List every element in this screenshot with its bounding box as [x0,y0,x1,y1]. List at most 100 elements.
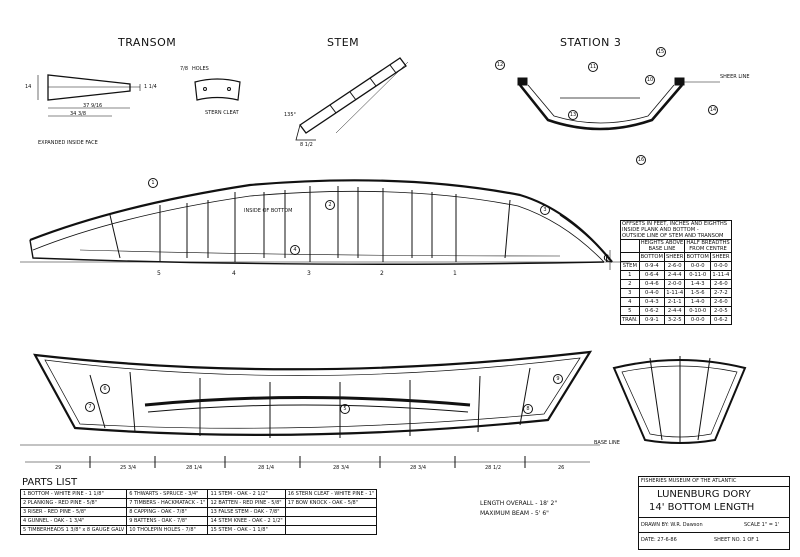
centreline-mark: ℄ [604,252,612,265]
museum-name: FISHERIES MUSEUM OF THE ATLANTIC [641,478,737,484]
offset-value: 2-1-1 [663,297,686,307]
station-1: 1 [453,270,457,277]
station-4: 4 [232,270,236,277]
transom-title: TRANSOM [118,36,177,49]
offset-value: 0-0-0 [684,315,712,325]
spacing-3: 28 1/4 [186,465,202,471]
holes-label: HOLES [192,66,209,72]
part-callout: 16 [636,155,646,165]
part-callout: 2 [325,200,335,210]
expanded-face-label: EXPANDED INSIDE FACE [38,140,98,146]
part-entry: 7 TIMBERS - HACKMATACK - 1" [126,498,209,508]
part-callout: 11 [588,62,598,72]
spacing-4: 28 1/4 [258,465,274,471]
offset-value: 0-6-2 [638,306,666,316]
scale: SCALE 1" = 1' [744,522,780,528]
offset-value: 1-5-6 [684,288,712,298]
parts-row: 4 GUNNEL - OAK - 1 3/4"9 BATTENS - OAK -… [19,516,378,526]
spacing-7: 28 1/2 [485,465,501,471]
title-block: FISHERIES MUSEUM OF THE ATLANTIC LUNENBU… [638,476,790,550]
inside-bottom-label: INSIDE OF BOTTOM [244,208,293,214]
offset-station: 4 [620,297,640,307]
offset-value: 0-0-0 [684,261,712,271]
part-callout: 10 [645,75,655,85]
transom-dim-height: 14 [25,84,32,90]
base-line-label: BASE LINE [594,440,620,446]
parts-row: 1 BOTTOM - WHITE PINE - 1 1/8"6 THWARTS … [19,489,378,499]
part-entry: 3 RISER - RED PINE - 5/8" [19,507,128,517]
offset-value: 2-0-0 [663,279,686,289]
part-callout: 4 [290,245,300,255]
offset-value: 0-6-4 [638,270,666,280]
offset-value: 0-9-4 [638,261,666,271]
part-entry: 15 STEM - OAK - 1 1/8" [207,525,286,535]
offset-value: 2-6-0 [710,279,732,289]
part-callout: 5 [340,404,350,414]
part-entry: 4 GUNNEL - OAK - 1 3/4" [19,516,128,526]
offset-station: 5 [620,306,640,316]
part-callout: 15 [656,47,666,57]
offsets-table: OFFSETS IN FEET, INCHES AND EIGHTHS INSI… [620,220,732,325]
part-callout: 6 [100,384,110,394]
offset-value: 0-0-0 [710,261,732,271]
station-3: 3 [307,270,311,277]
spacing-5: 28 3/4 [333,465,349,471]
stern-cleat-label: STERN CLEAT [205,110,239,116]
offset-value: 0-6-2 [710,315,732,325]
part-entry: 17 BOW KNOCK - OAK - 5/8" [284,498,378,508]
hdr-bottom-2: BOTTOM [684,252,712,262]
offset-value: 2-4-4 [663,270,686,280]
offset-value: 0-4-3 [638,297,666,307]
spacing-6: 28 3/4 [410,465,426,471]
stem-view [295,57,409,141]
offset-value: 2-6-0 [663,261,686,271]
parts-row: 3 RISER - RED PINE - 5/8"8 CAPPING - OAK… [19,507,378,517]
offset-value: 0-4-0 [638,288,666,298]
length-overall: LENGTH OVERALL - 18' 2" [480,500,558,507]
offset-value: 0-10-0 [684,306,712,316]
part-entry [284,525,378,535]
transom-dim-thickness: 1 1/4 [144,84,157,90]
offset-value: 1-4-0 [684,297,712,307]
offset-value: 0-9-1 [638,315,666,325]
part-entry: 16 STERN CLEAT - WHITE PINE - 1" [284,489,378,499]
part-callout: 3 [540,205,550,215]
date: DATE: 27-6-86 [641,537,677,543]
hdr-sheer-1: SHEER [663,252,686,262]
part-entry: 2 PLANKING - RED PINE - 5/8" [19,498,128,508]
part-entry: 6 THWARTS - SPRUCE - 3/4" [126,489,209,499]
hdr-sheer-2: SHEER [710,252,732,262]
hdr-heights: HEIGHTS ABOVE [640,240,684,246]
stem-title: STEM [327,36,360,49]
offset-value: 2-7-2 [710,288,732,298]
part-entry: 13 FALSE STEM - OAK - 7/8" [207,507,286,517]
offset-station: STEM [620,261,640,271]
parts-table: 1 BOTTOM - WHITE PINE - 1 1/8"6 THWARTS … [19,489,378,535]
transom-end-view [612,356,747,444]
part-entry: 12 BATTEN - RED PINE - 5/8" [207,498,286,508]
part-callout: 9 [553,374,563,384]
part-entry [284,507,378,517]
part-callout: 8 [523,404,533,414]
offset-station: 2 [620,279,640,289]
offset-value: 3-2-5 [663,315,686,325]
offsets-title-2: INSIDE PLANK AND BOTTOM - [622,227,699,233]
offset-value: 0-4-6 [638,279,666,289]
stern-cleat-view [194,78,241,101]
spacing-2: 25 3/4 [120,465,136,471]
station-2: 2 [380,270,384,277]
offset-value: 1-4-3 [684,279,712,289]
transom-expanded-view [37,74,141,117]
part-entry: 10 THOLEPIN HOLES - 7/8" [126,525,209,535]
offsets-title-1: OFFSETS IN FEET, INCHES AND EIGHTHS [622,221,728,227]
offset-value: 1-11-4 [710,270,732,280]
hdr-centre: FROM CENTRE [689,246,727,252]
part-entry: 8 CAPPING - OAK - 7/8" [126,507,209,517]
